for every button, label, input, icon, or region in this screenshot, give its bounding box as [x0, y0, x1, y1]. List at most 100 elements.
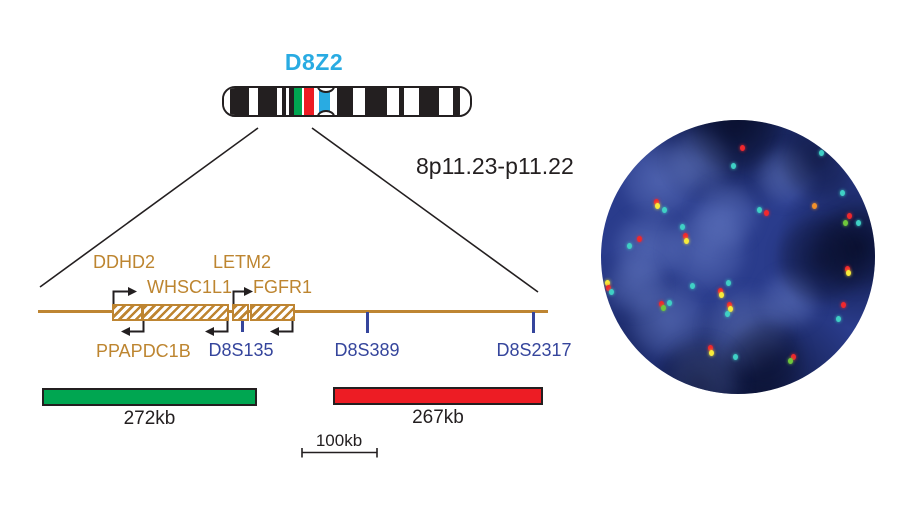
fish-signal-dot-red [637, 236, 642, 242]
fish-signal-dot-yellow [728, 306, 733, 312]
fish-signal-dot-teal [690, 283, 695, 289]
fish-signal-dot-yellow [684, 238, 689, 244]
centromere-notch-bottom [317, 110, 335, 115]
chromosome-band-blue [319, 88, 330, 115]
gene-box-letm2 [232, 304, 249, 321]
fish-signal-dot-red [708, 345, 713, 351]
fish-signal-dot-orange [812, 203, 817, 209]
green-probe-bar-label: 272kb [123, 408, 176, 429]
transcription-arrowhead-fgfr1 [270, 327, 279, 336]
chromosome-band-black [288, 88, 294, 115]
chromosome-band-white [302, 88, 305, 115]
transcription-arrowhead-ppapdc1b [121, 327, 130, 336]
gene-box-whsc1l1 [142, 304, 229, 321]
fish-signal-dot-red [845, 266, 850, 272]
fish-signal-dot-red [654, 199, 659, 205]
chromosome-band-white [353, 88, 366, 115]
chromosome-band-white [329, 88, 337, 115]
gene-box-ddhd2 [112, 304, 143, 321]
chromosome-band-white [404, 88, 420, 115]
chromosome-band-black [336, 88, 354, 115]
marker-tick-d8s135 [241, 321, 244, 332]
fish-signal-dot-red [847, 213, 852, 219]
fish-nucleus [605, 255, 665, 315]
chromosome-band-white [285, 88, 289, 115]
marker-tick-d8s389 [366, 312, 369, 333]
fish-micrograph [601, 120, 875, 394]
chromosome-band-white [438, 88, 454, 115]
chromosome-band-white [386, 88, 400, 115]
chromosome-band-white [314, 88, 320, 115]
chromosome-band-black [281, 88, 286, 115]
marker-label-d8s135: D8S135 [208, 340, 274, 360]
red-probe-bar-label: 267kb [412, 407, 464, 428]
gene-box-fgfr1 [250, 304, 295, 321]
fish-signal-dot-teal [725, 311, 730, 317]
transcription-arrow-fgfr1 [277, 321, 294, 333]
fish-signal-dot-red [841, 302, 846, 308]
transcription-arrow-ddhd2 [112, 290, 130, 304]
green-probe-bar [42, 388, 257, 406]
fish-signal-dot-yellow [605, 280, 610, 286]
chromosome-ideogram [222, 86, 472, 117]
chromosome-band-red [304, 88, 315, 115]
transcription-arrow-letm2 [232, 290, 246, 304]
transcription-arrow-whsc1l1 [212, 321, 229, 333]
fish-signal-dot-teal [680, 224, 685, 230]
chromosome-band-green [293, 88, 303, 115]
gene-label-letm2: LETM2 [213, 252, 272, 272]
fish-signal-dot-teal [840, 190, 845, 196]
gene-label-ddhd2: DDHD2 [93, 252, 156, 272]
fish-signal-dot-yellow [655, 203, 660, 209]
fish-signal-dot-red [764, 210, 769, 216]
region-label: 8p11.23-p11.22 [416, 153, 574, 179]
fish-signal-dot-green [661, 305, 666, 311]
probe-name-label: D8Z2 [284, 49, 344, 75]
chromosome-band-black [453, 88, 461, 115]
fish-signal-dot-yellow [709, 350, 714, 356]
fish-signal-dot-teal [731, 163, 736, 169]
chromosome-band-white [224, 88, 230, 115]
fish-nucleus [691, 181, 759, 249]
gene-label-whsc1l1: WHSC1L1 [147, 277, 233, 297]
chromosome-band-black [399, 88, 405, 115]
marker-tick-d8s2317 [532, 312, 535, 333]
fish-nucleus [775, 215, 865, 305]
fish-signal-dot-teal [757, 207, 762, 213]
fish-signal-dot-teal [836, 316, 841, 322]
fish-signal-dot-red [791, 354, 796, 360]
fish-signal-dot-red [606, 285, 611, 291]
fish-signal-dot-teal [627, 243, 632, 249]
fish-signal-dot-red [718, 288, 723, 294]
fish-nucleus [779, 120, 859, 200]
chromosome-band-black [419, 88, 439, 115]
fish-signal-dot-teal [856, 220, 861, 226]
fish-signal-dot-teal [733, 354, 738, 360]
fish-signal-dot-yellow [846, 270, 851, 276]
gene-label-fgfr1: FGFR1 [253, 277, 313, 297]
chromosome-band-white [276, 88, 282, 115]
marker-label-d8s389: D8S389 [334, 340, 400, 360]
fish-signal-dot-teal [609, 289, 614, 295]
red-probe-bar [333, 387, 543, 405]
fish-signal-dot-teal [667, 300, 672, 306]
fish-signal-dot-red [659, 301, 664, 307]
fish-signal-dot-teal [662, 207, 667, 213]
transcription-arrowhead-whsc1l1 [205, 327, 214, 336]
fish-signal-dot-red [727, 302, 732, 308]
transcription-arrowhead-letm2 [244, 287, 253, 296]
fish-signal-dot-yellow [719, 292, 724, 298]
chromosome-band-black [258, 88, 277, 115]
chromosome-band-white [249, 88, 259, 115]
transcription-arrow-ppapdc1b [128, 321, 145, 333]
fish-signal-dot-red [740, 145, 745, 151]
fish-signal-dot-teal [819, 150, 824, 156]
fish-signal-dot-red [683, 233, 688, 239]
gene-label-ppapdc1b: PPAPDC1B [96, 341, 191, 361]
chromosome-band-black [229, 88, 250, 115]
scale-bar-label: 100kb [315, 431, 363, 450]
fish-signal-dot-green [843, 220, 848, 226]
marker-label-d8s2317: D8S2317 [496, 340, 572, 360]
fish-signal-dot-green [788, 358, 793, 364]
